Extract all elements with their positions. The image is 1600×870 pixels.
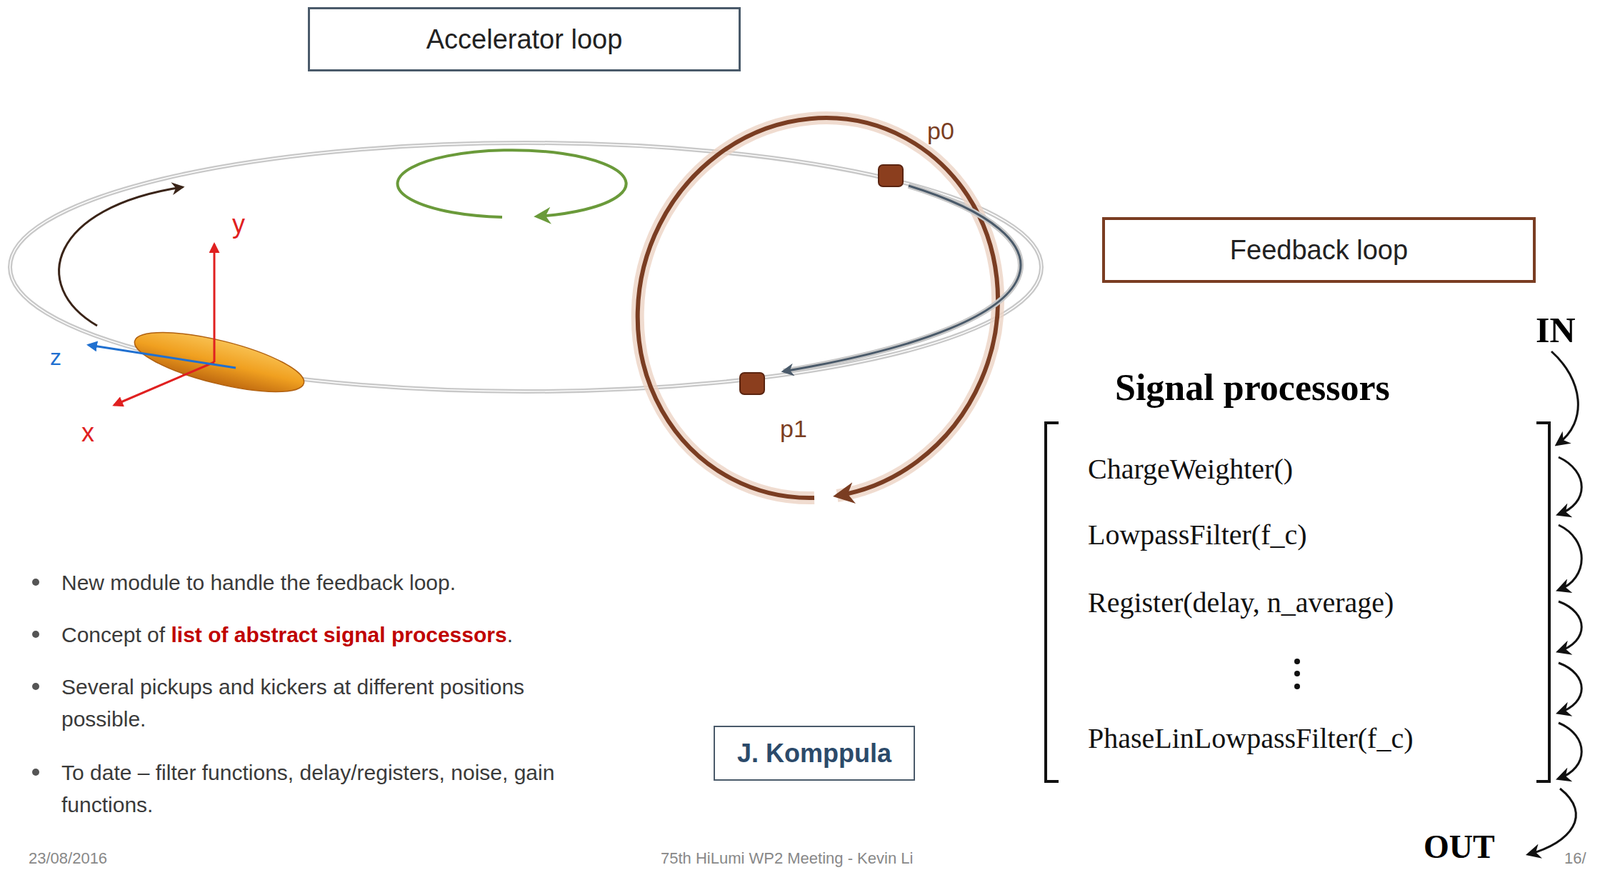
box-label: Accelerator loop bbox=[426, 24, 623, 55]
flow-arrow bbox=[1551, 351, 1578, 445]
title-box: Feedback loop bbox=[1102, 217, 1536, 283]
path-shadow bbox=[783, 185, 1021, 372]
flow-arrow bbox=[1558, 722, 1582, 779]
y-axis bbox=[213, 244, 216, 363]
processor-item: ChargeWeighter() bbox=[1087, 452, 1293, 487]
bullet-text: Concept of bbox=[61, 622, 165, 647]
box-label: J. Komppula bbox=[737, 738, 892, 769]
bullet-text: Several pickups and kickers at different… bbox=[61, 670, 562, 735]
bunch bbox=[129, 320, 309, 404]
processor-item: Register(delay, n_average) bbox=[1087, 585, 1394, 620]
transit-arrow bbox=[783, 185, 1021, 372]
footer-text: 23/08/2016 bbox=[28, 849, 108, 868]
bullet-line: Concept oflist of abstract signal proces… bbox=[61, 618, 513, 651]
bracket bbox=[1536, 422, 1550, 782]
ellipsis-dot bbox=[1294, 683, 1300, 690]
pickup bbox=[878, 165, 903, 187]
highlight-text: list of abstract signal processors bbox=[170, 622, 507, 647]
bracket bbox=[1045, 422, 1059, 782]
bullet bbox=[32, 630, 40, 638]
circulation-arrow bbox=[59, 187, 183, 326]
flow-arrow bbox=[1558, 525, 1582, 590]
footer-text: 16/ bbox=[1564, 849, 1587, 868]
processor-item: LowpassFilter(f_c) bbox=[1087, 517, 1308, 553]
kicker bbox=[740, 372, 765, 395]
component-label: p0 bbox=[927, 116, 955, 146]
list-heading: Signal processors bbox=[1115, 365, 1390, 410]
axis-label: x bbox=[81, 417, 95, 448]
flow-arrow bbox=[1558, 457, 1582, 515]
axis-label: y bbox=[232, 208, 245, 240]
z-axis bbox=[88, 345, 236, 368]
bullet bbox=[32, 682, 40, 690]
ellipsis-dot bbox=[1294, 658, 1300, 665]
footer-text: 75th HiLumi WP2 Meeting - Kevin Li bbox=[660, 849, 913, 868]
io-label: OUT bbox=[1423, 827, 1495, 867]
io-label: IN bbox=[1535, 308, 1576, 352]
feedback-glow bbox=[637, 117, 998, 498]
bullet bbox=[32, 768, 40, 776]
bullet-text: New module to handle the feedback loop. bbox=[61, 566, 456, 599]
bullet bbox=[32, 578, 40, 586]
turn-loop bbox=[397, 150, 627, 218]
flow-arrow bbox=[1558, 601, 1582, 652]
bullet-text: To date – filter functions, delay/regist… bbox=[61, 756, 562, 821]
feedback-loop-arrow bbox=[637, 117, 998, 498]
axis-label: z bbox=[50, 343, 62, 371]
box-label: Feedback loop bbox=[1230, 235, 1408, 266]
flow-arrow bbox=[1558, 662, 1582, 713]
processor-item: PhaseLinLowpassFilter(f_c) bbox=[1087, 721, 1413, 756]
title-box: Accelerator loop bbox=[307, 7, 741, 72]
bullet-text: . bbox=[507, 622, 513, 647]
component-label: p1 bbox=[780, 414, 808, 444]
flow-arrow bbox=[1528, 788, 1576, 855]
credit-box: J. Komppula bbox=[713, 725, 915, 781]
ellipsis-dot bbox=[1294, 670, 1300, 677]
x-axis bbox=[114, 362, 215, 405]
